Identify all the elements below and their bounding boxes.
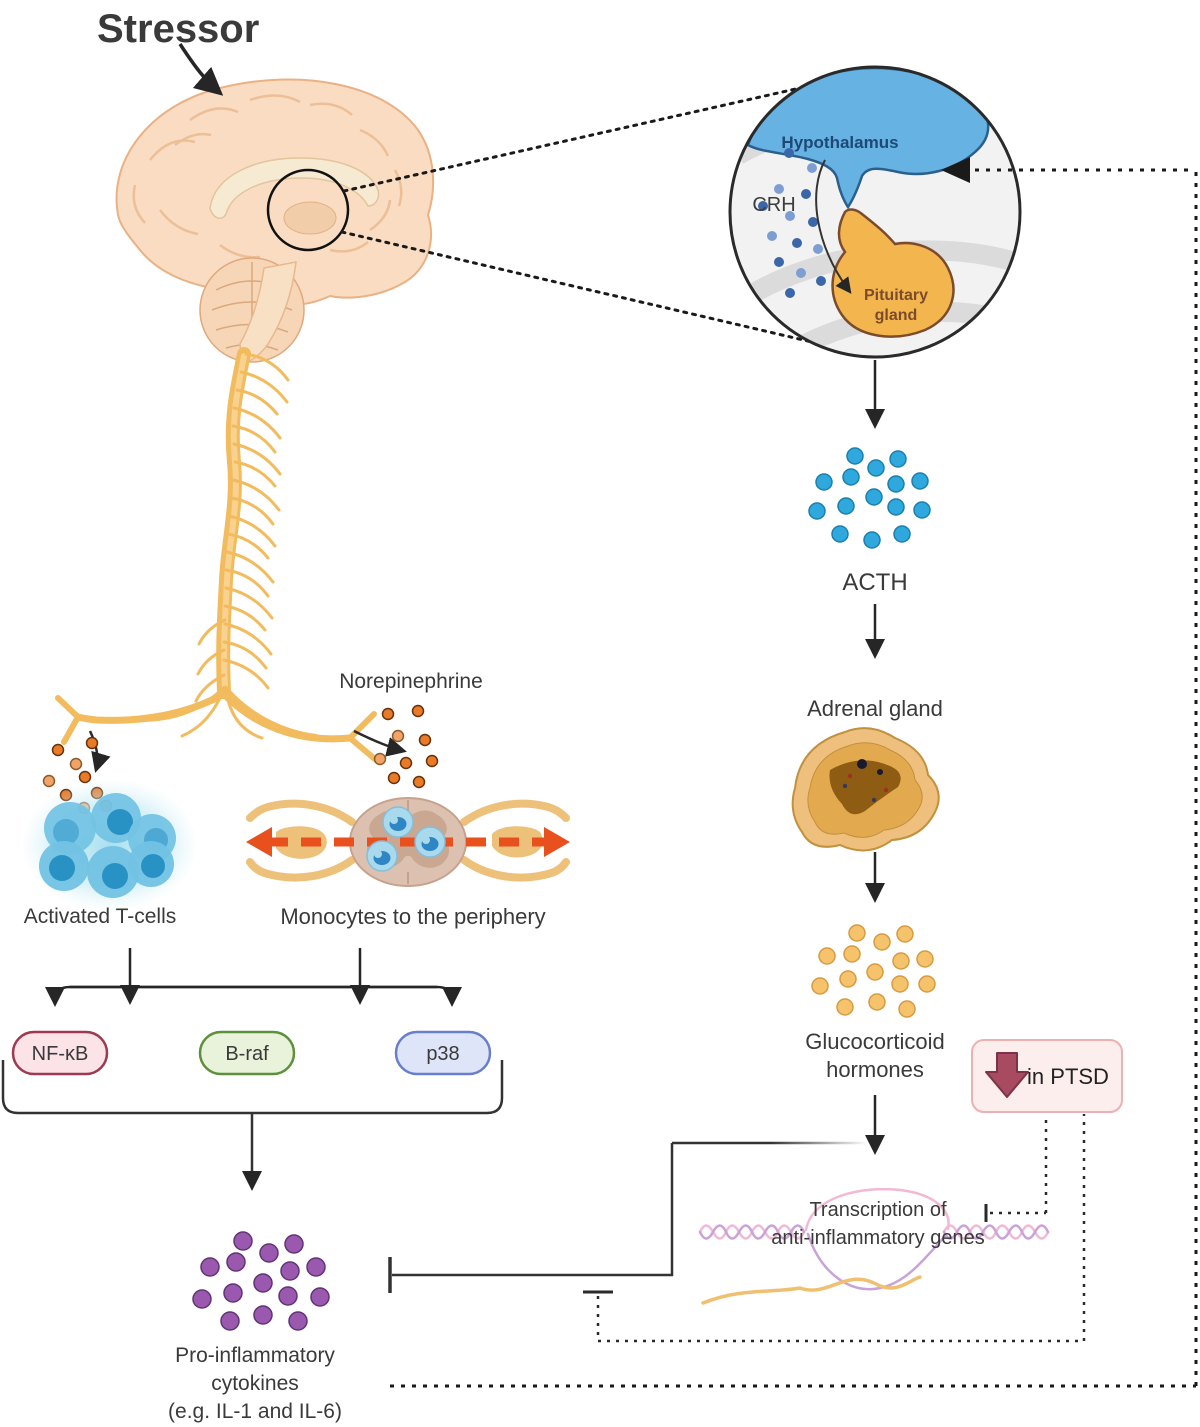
stressor-arrow xyxy=(178,43,224,96)
stressor-label: Stressor xyxy=(97,7,259,51)
nerve-branch-right xyxy=(222,692,354,743)
spinal-cord-illustration xyxy=(55,347,379,763)
nerve-terminal-left xyxy=(55,695,81,745)
thalamus-shape xyxy=(283,201,337,235)
feedback-arrowhead xyxy=(941,157,970,183)
pituitary-label-line1: Pituitary xyxy=(864,287,928,304)
proinflammatory-label-line1: Pro-inflammatory xyxy=(175,1344,335,1367)
proinflammatory-label-line2: cytokines xyxy=(211,1372,299,1395)
transcription-label-line2: anti-inflammatory genes xyxy=(771,1227,984,1249)
glucocorticoid-label-line1: Glucocorticoid xyxy=(805,1029,944,1054)
monocyte-cells xyxy=(366,806,446,872)
proinflammatory-dots xyxy=(192,1231,330,1331)
corpus-callosum-shape xyxy=(209,157,380,219)
inhibition-line-transcription-to-cytokines xyxy=(388,1141,866,1293)
adrenal-gland-illustration xyxy=(791,727,940,852)
kinase-label-braf: B-raf xyxy=(225,1043,269,1065)
hypothalamus-label: Hypothalamus xyxy=(781,133,898,152)
transcription-label-line1: Transcription of xyxy=(809,1199,947,1221)
pituitary-shape xyxy=(831,208,955,338)
ptsd-down-arrow-icon xyxy=(985,1052,1029,1098)
norepinephrine-label: Norepinephrine xyxy=(339,670,483,693)
pituitary-label-line2: gland xyxy=(875,307,918,324)
acth-label: ACTH xyxy=(842,569,907,596)
monocyte-dashed-arrow xyxy=(246,827,570,857)
brain-focus-circle xyxy=(266,168,350,252)
kinase-label-nfkb: NF-κB xyxy=(32,1043,89,1065)
brain-illustration xyxy=(115,78,435,363)
ptsd-label: in PTSD xyxy=(1027,1064,1109,1089)
kinase-pill-braf: B-raf xyxy=(198,1030,296,1076)
hypothalamus-pituitary-inset: Hypothalamus CRH Pituitary gland xyxy=(728,65,1022,359)
tcell-monocyte-connector-arrows xyxy=(45,948,462,1007)
crh-release-arrow xyxy=(815,159,852,294)
cytokine-feedback-line xyxy=(390,157,1198,1388)
norepinephrine-dots-right xyxy=(373,704,439,789)
nerve-terminal-right xyxy=(347,711,379,763)
spinal-cross-section xyxy=(246,797,570,887)
kinase-pill-p38: p38 xyxy=(394,1030,492,1076)
zoom-connector-line-top xyxy=(342,86,802,193)
nerve-branch-left xyxy=(74,690,228,724)
monocytes-label: Monocytes to the periphery xyxy=(280,904,545,929)
inset-circle-outline xyxy=(728,65,1022,359)
proinflammatory-label-line3: (e.g. IL-1 and IL-6) xyxy=(168,1400,342,1423)
brain-gyri-lines xyxy=(132,94,403,259)
nerve-rootlets xyxy=(194,352,290,703)
crh-dots xyxy=(758,148,826,298)
release-arrow-right xyxy=(353,729,407,757)
activated-tcells-illustration xyxy=(22,779,198,911)
ptsd-inhibits-inhibition-line xyxy=(583,1114,1086,1343)
ptsd-box: in PTSD xyxy=(971,1039,1123,1113)
dna-illustration xyxy=(698,1187,1050,1305)
acth-dots xyxy=(808,447,931,549)
adrenal-gland-label: Adrenal gland xyxy=(807,696,943,721)
glucocorticoid-label-line2: hormones xyxy=(826,1057,924,1082)
zoom-connector-line-bottom xyxy=(340,230,814,344)
ptsd-inhibits-transcription-line xyxy=(984,1114,1048,1222)
kinase-label-p38: p38 xyxy=(426,1043,459,1065)
activated-tcells-label: Activated T-cells xyxy=(24,905,177,928)
kinase-pill-nfkb: NF-κB xyxy=(11,1030,109,1076)
release-arrow-left xyxy=(88,730,111,773)
crh-label: CRH xyxy=(752,194,795,216)
glucocorticoid-dots xyxy=(811,924,936,1018)
